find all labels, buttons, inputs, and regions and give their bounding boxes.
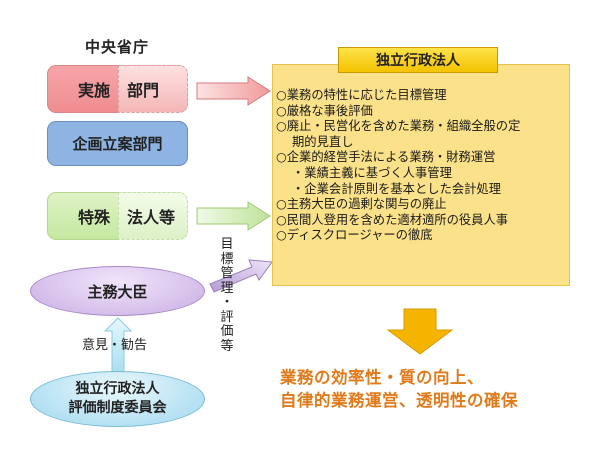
goal-label-char: 管 [220,266,234,281]
goal-label-char: ・ [220,295,234,310]
implementation-dept-box-left: 実施 [47,65,119,113]
implementation-dept-box-right: 部門 [118,65,188,113]
minister-label: 主務大臣 [87,282,148,301]
orange-down-arrow-icon [386,308,454,355]
goal-label-char: 評 [220,309,234,325]
goal-label-char: 理 [220,280,234,296]
goal-label-char: 価 [220,324,234,339]
minister-ellipse: 主務大臣 [30,266,205,316]
iai-list-item: ○主務大臣の過剰な関与の廃止 [276,197,447,212]
iai-list-item: ○ディスクロージャーの徹底 [276,228,433,243]
evaluation-committee-ellipse: 独立行政法人 評価制度委員会 [30,371,205,427]
iai-list-item: ○厳格な事後評価 [276,103,373,118]
iai-list-item: ○業務の特性に応じた目標管理 [276,88,447,102]
iai-list-item: ・企業会計原則を基本とした会計処理 [292,181,502,196]
goal-label-char: 標 [220,251,234,267]
iai-list-item: ○民間人登用を含めた適材適所の役員人事 [276,212,509,227]
central-ministry-heading: 中央省庁 [85,38,150,56]
goal-label-char: 等 [220,338,234,354]
result-line1: 業務の効率性・質の向上、 [280,368,484,387]
opinion-recommendation-label: 意見・勧告 [82,338,148,353]
result-line2: 自律的業務運営、透明性の確保 [280,391,518,410]
iai-title: 独立行政法人 [338,47,498,73]
iai-feature-list: ○業務の特性に応じた目標管理 ○厳格な事後評価 ○廃止・民営化を含めた業務・組織… [276,88,568,244]
iai-list-item: 期的見直し [292,134,354,149]
special-corp-box-left: 特殊 [47,192,119,240]
pink-right-arrow-icon [196,76,271,106]
iai-list-item: ○廃止・民営化を含めた業務・組織全般の定 [276,119,521,134]
special-corp-box-right: 法人等 [118,192,188,240]
committee-label-line1: 独立行政法人 [75,381,160,397]
committee-label-line2: 評価制度委員会 [68,400,167,416]
iai-list-item: ○企業的経営手法による業務・財務運営 [276,150,496,165]
purple-diagonal-arrow-icon [209,259,273,293]
planning-dept-box: 企画立案部門 [47,121,188,166]
goal-label-char: 目 [220,237,234,252]
iai-panel [272,64,570,286]
result-text: 業務の効率性・質の向上、 自律的業務運営、透明性の確保 [280,366,518,412]
iai-list-item: ・業績主義に基づく人事管理 [292,165,452,180]
green-right-arrow-icon [196,201,271,231]
goal-management-label: 目 標 管 理 ・ 評 価 等 [218,237,236,354]
